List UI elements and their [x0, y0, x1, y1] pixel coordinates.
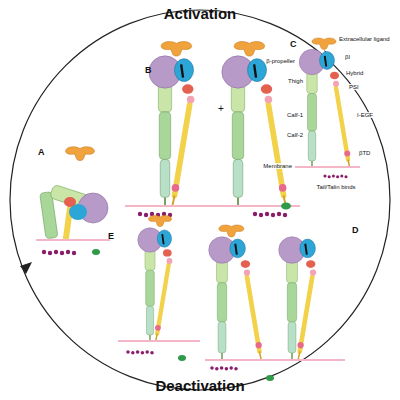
part-label: Hybrid: [345, 70, 364, 76]
part-label: βI: [344, 54, 351, 60]
part-label: Calf-1: [286, 112, 304, 118]
part-label: Extracellular ligand: [338, 36, 391, 42]
part-label: Calf-2: [286, 132, 304, 138]
part-label: βTD: [358, 150, 371, 156]
part-label: PSI: [348, 84, 360, 90]
panel-letter: C: [290, 40, 297, 49]
svg-text:+: +: [218, 103, 224, 114]
cycle-label: Activation: [164, 6, 237, 22]
part-label: Tail/Talin binds: [315, 184, 356, 190]
part-label: Thigh: [287, 78, 304, 84]
part-label: I-EGF: [356, 112, 374, 118]
panel-letter: B: [145, 66, 152, 75]
panel-letter: A: [38, 148, 45, 157]
part-label: β-propeller: [265, 58, 296, 64]
panel-letter: D: [352, 226, 359, 235]
panel-letter: E: [108, 232, 114, 241]
part-label: Membrane: [262, 163, 293, 169]
cycle-label: Deactivation: [155, 378, 244, 394]
